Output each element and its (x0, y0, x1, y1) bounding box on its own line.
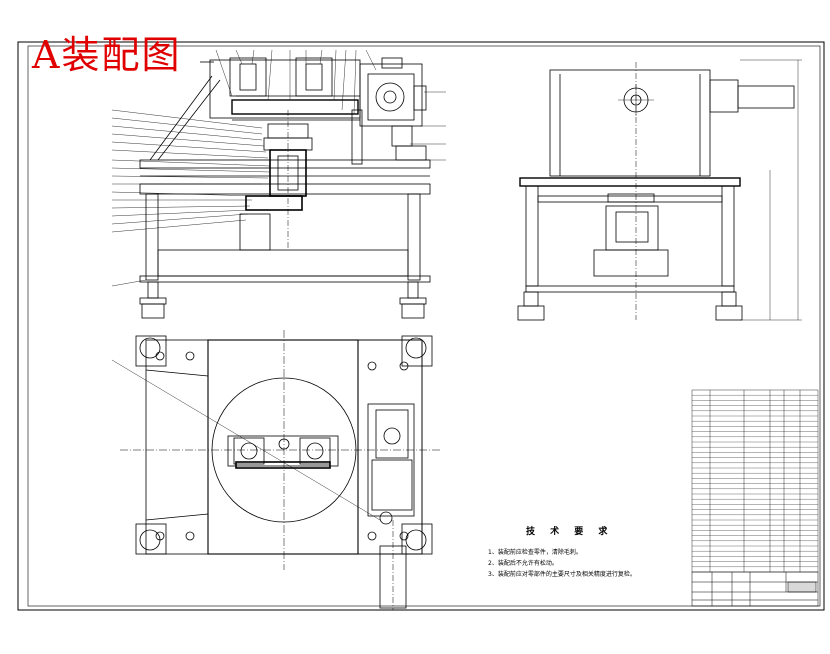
inner-frame (27, 45, 821, 607)
requirement-line: 2、装配后不允许有松动。 (488, 560, 558, 567)
side-view (517, 59, 802, 321)
technical-requirements-heading: 技 术 要 求 (526, 527, 614, 537)
front-view-leaders (111, 49, 446, 287)
outer-frame (17, 41, 825, 611)
requirement-line: 1、装配前应检查零件，清除毛刺。 (488, 549, 582, 556)
front-view (139, 57, 431, 319)
title-block (691, 571, 819, 607)
top-view (111, 330, 440, 610)
parts-list-rows (692, 395, 818, 567)
drawing-title: A装配图 (32, 33, 182, 77)
technical-requirements: 技 术 要 求 1、装配前应检查零件，清除毛刺。 2、装配后不允许有松动。 3、… (488, 524, 636, 580)
parts-list (691, 389, 819, 573)
requirement-line: 3、装配前应对零部件的主要尺寸及相关精度进行复检。 (488, 571, 636, 578)
